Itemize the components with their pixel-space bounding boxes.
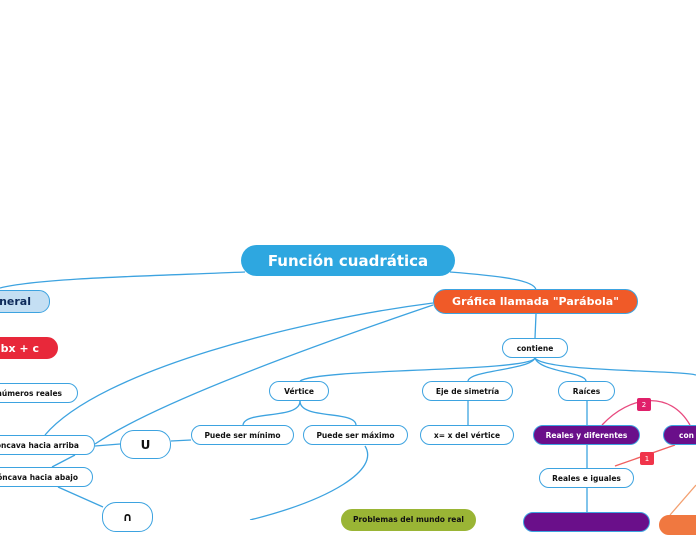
node-concava-abajo[interactable]: cóncava hacia abajo: [0, 467, 93, 487]
node-eje-simetria[interactable]: Eje de simetría: [422, 381, 513, 401]
node-vertice[interactable]: Vértice: [269, 381, 329, 401]
root-node-title[interactable]: Función cuadrática: [241, 245, 455, 276]
node-x-del-vertice[interactable]: x= x del vértice: [420, 425, 514, 445]
node-con[interactable]: con: [663, 425, 696, 445]
node-puede-ser-maximo[interactable]: Puede ser máximo: [303, 425, 408, 445]
node-reales-diferentes[interactable]: Reales y diferentes: [533, 425, 640, 445]
node-reales-iguales[interactable]: Reales e iguales: [539, 468, 634, 488]
relation-badge-2[interactable]: 2: [637, 398, 651, 411]
node-puede-ser-minimo[interactable]: Puede ser mínimo: [191, 425, 294, 445]
node-forma-general[interactable]: eneral: [0, 290, 50, 313]
node-contiene[interactable]: contiene: [502, 338, 568, 358]
connectors: [0, 271, 696, 520]
node-cap[interactable]: ∩: [102, 502, 153, 532]
node-numeros-reales[interactable]: números reales: [0, 383, 78, 403]
node-problemas-mundo-real[interactable]: Problemas del mundo real: [341, 509, 476, 531]
node-formula[interactable]: bx + c: [0, 337, 58, 359]
relation-badge-1[interactable]: 1: [640, 452, 654, 465]
node-orange-bottom[interactable]: [659, 515, 696, 535]
node-concava-arriba[interactable]: cóncava hacia arriba: [0, 435, 95, 455]
node-raices[interactable]: Raíces: [558, 381, 615, 401]
node-u[interactable]: U: [120, 430, 171, 459]
node-purple-bottom[interactable]: [523, 512, 650, 532]
node-grafica-parabola[interactable]: Gráfica llamada "Parábola": [433, 289, 638, 314]
